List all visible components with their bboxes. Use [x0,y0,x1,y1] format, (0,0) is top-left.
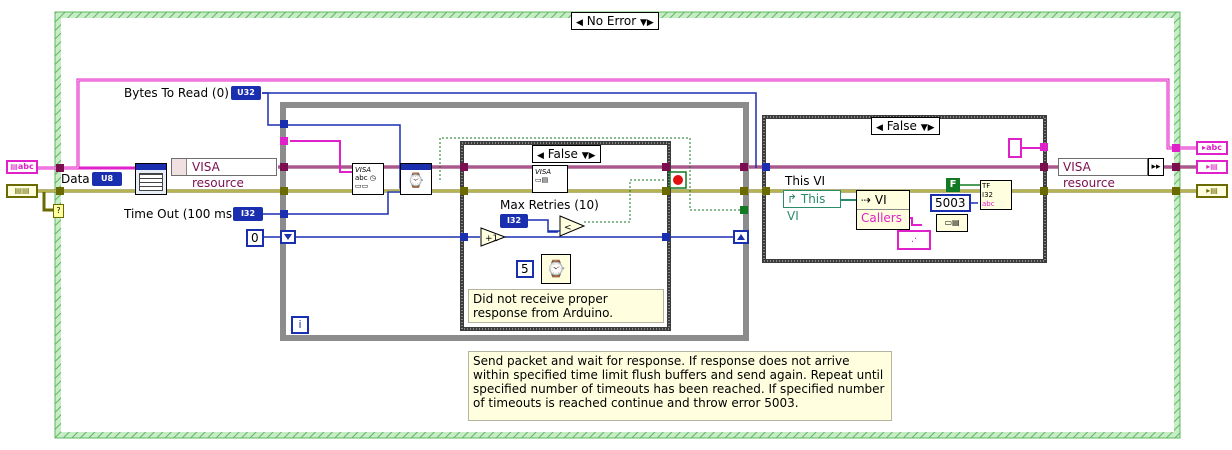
shift-register-left [280,230,296,244]
loop-iteration-label: i [298,318,302,331]
bytes-to-read-u32-terminal[interactable]: U32 [231,86,261,100]
timeout-label: Time Out (100 ms) [124,207,237,221]
pink-write-wire [290,140,355,173]
right-empty-string[interactable] [1008,138,1022,158]
visa-close-icon[interactable]: ▸▸ [1148,158,1164,176]
visa-read-icon[interactable]: VISA▭▤ [532,165,568,193]
inner-case-dropdown-icon[interactable]: ▼▶ [581,151,596,161]
bytes-to-read-label: Bytes To Read (0) [124,86,229,100]
boolean-wires [439,137,740,223]
inner-case-selector[interactable]: ◀ False ▼▶ [532,145,601,163]
visa-resource-constant-in[interactable]: VISA resource [171,158,277,190]
error-in-terminal[interactable]: ▤▤ [6,184,38,198]
timeout-i32-terminal[interactable]: I32 [233,207,263,221]
inner-comment: Did not receive proper response from Ard… [468,289,664,323]
error-cluster-i32: I32 [982,191,993,199]
inner-case-prev-icon[interactable]: ◀ [537,151,544,161]
outer-case-prev-icon[interactable]: ◀ [576,18,583,28]
timer-icon[interactable]: ⌚ [541,254,571,284]
error-case-terminal: ? [53,204,64,218]
right-case-label: False [886,119,917,133]
this-vi-ref[interactable]: ↱ This VI [783,190,841,223]
visa-resource-indicator-out[interactable]: VISA resource [1058,158,1148,190]
this-vi-label: This VI [785,174,826,188]
while-loop[interactable] [280,102,749,341]
tunnels [56,120,1180,241]
call-chain-icon: ⇢ VI [857,191,909,210]
error-out-terminal[interactable]: ▸▤ [1196,184,1228,198]
visa-in-label: VISA resource [192,160,244,190]
increment-icon[interactable]: +1 [480,227,507,247]
property-node-vi: VI [874,193,887,207]
loop-iteration-terminal: i [291,316,309,334]
property-node-callers: Callers [861,211,902,225]
right-case-dropdown-icon[interactable]: ▼▶ [920,123,935,133]
right-case-selector[interactable]: ◀ False ▼▶ [871,117,940,135]
outer-case-dropdown-icon[interactable]: ▼▶ [639,18,654,28]
stop-icon[interactable] [669,171,687,189]
string-constant[interactable]: .· [897,230,931,250]
visa-out-terminal[interactable]: ▸▤ [1196,160,1228,174]
error-cluster-tf: TF [982,182,991,190]
visa-out-abc: abc [1206,143,1222,152]
svg-text:<: < [564,223,572,233]
format-string-icon[interactable]: ▭▤ [936,214,968,232]
data-label: Data [61,172,90,186]
outer-case-selector[interactable]: ◀ No Error ▼▶ [571,12,659,30]
build-packet-node[interactable] [135,163,167,195]
visa-read-text: VISA [535,168,552,176]
visa-in-abc: abc [17,162,34,171]
error-code-constant[interactable]: 5003 [930,194,971,212]
data-u8-terminal[interactable]: U8 [92,172,122,186]
visa-in-icon [172,159,187,175]
visa-in-terminal[interactable]: ▤abc [6,160,38,174]
visa-out-abc-terminal[interactable]: ▸abc [1196,141,1228,155]
outer-case-label: No Error [586,14,637,28]
main-comment: Send packet and wait for response. If re… [468,351,892,421]
zero-constant[interactable]: 0 [246,229,264,247]
false-bool-constant[interactable]: F [946,178,960,192]
right-case-prev-icon[interactable]: ◀ [876,123,883,133]
property-node[interactable]: ⇢ VI Callers [856,190,910,230]
max-retries-i32-terminal[interactable]: I32 [500,214,528,228]
inner-case-label: False [547,147,578,161]
wait-icon[interactable]: ⌚ [400,163,432,195]
svg-text:+1: +1 [485,234,498,244]
shift-register-right [733,230,749,244]
max-retries-label: Max Retries (10) [500,198,599,212]
this-vi-ref-text: This VI [787,192,826,223]
visa-out-label: VISA resource [1063,160,1115,190]
compare-icon[interactable]: < [559,215,586,237]
false-bool-text: F [949,179,957,190]
array-icon [139,173,163,191]
visa-write-text: VISA [355,166,372,174]
wait-five-constant[interactable]: 5 [516,260,534,278]
